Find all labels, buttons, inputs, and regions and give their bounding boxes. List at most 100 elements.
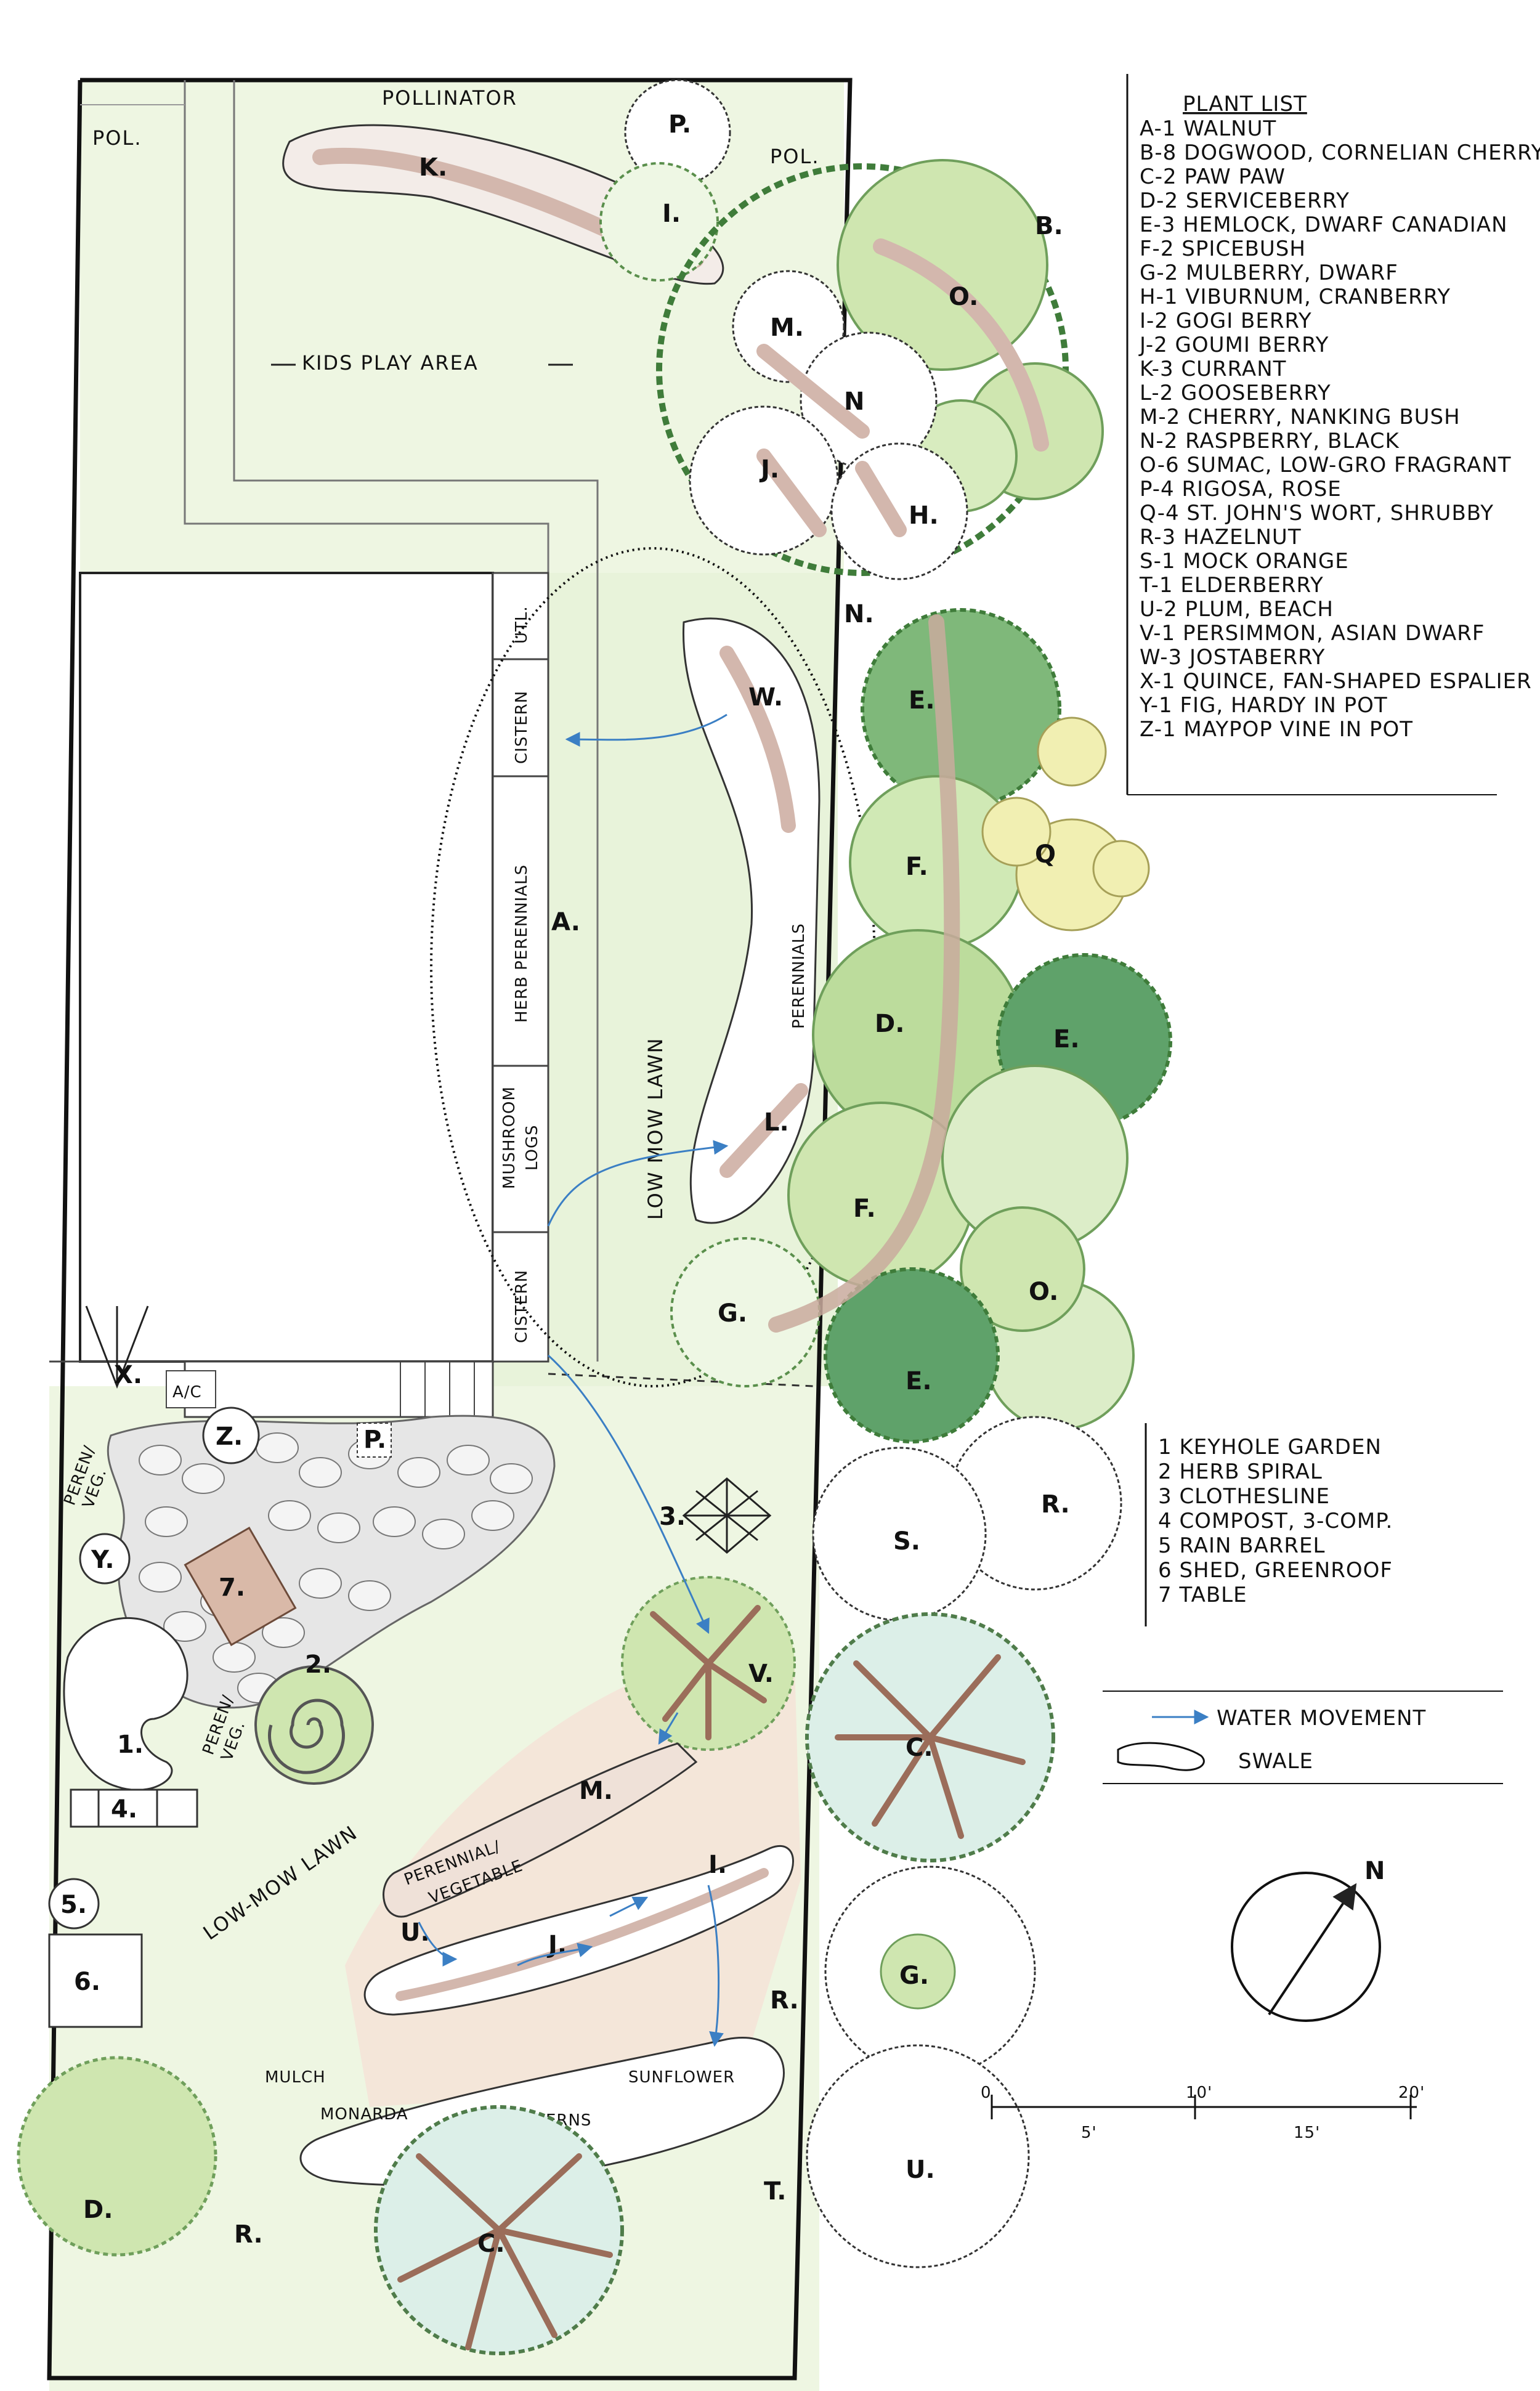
espalier-lines (85, 1305, 149, 1389)
cistern-bottom-label: CISTERN (513, 1270, 531, 1343)
scale-bar: 0 5' 10' 15' 20' (981, 2084, 1425, 2142)
plant-label-f-bot: F. (853, 1195, 876, 1223)
plant-label-z: Z. (216, 1423, 243, 1451)
scale-label-20: 20' (1398, 2084, 1425, 2102)
pollinator-label: POLLINATOR (382, 86, 517, 110)
plant-label-y: Y. (91, 1546, 115, 1574)
plant-label-n-mid: N. (844, 600, 874, 628)
plant-label-j-top: J. (759, 455, 779, 484)
compost-bin (70, 1788, 198, 1828)
plant-label-c-bot: C. (477, 2230, 505, 2258)
pawpaw-bottom-branches (397, 2153, 613, 2350)
scale-label-15: 15' (1294, 2124, 1320, 2142)
plant-label-e-top: E. (909, 686, 935, 715)
swale-m-n (756, 344, 870, 439)
feature-label-6: 6. (74, 1968, 100, 1996)
feature-list-item: 5 RAIN BARREL (1158, 1533, 1325, 1558)
plum-bottom (806, 2044, 1030, 2268)
plant-list-item: O-6 SUMAC, LOW-GRO FRAGRANT (1140, 453, 1512, 477)
feature-list-item: 3 CLOTHESLINE (1158, 1484, 1330, 1509)
swale-key-shape (1117, 1742, 1205, 1771)
plant-list-item: N-2 RASPBERRY, BLACK (1140, 429, 1400, 453)
feature-list-item: 2 HERB SPIRAL (1158, 1459, 1323, 1484)
plant-label-q: Q (1035, 840, 1056, 869)
plant-list-item: I-2 GOGI BERRY (1140, 309, 1312, 333)
monarda-label: MONARDA (320, 2105, 408, 2124)
feature-label-3: 3. (659, 1503, 686, 1531)
plant-label-v: V. (748, 1660, 774, 1688)
north-label: N (1364, 1857, 1385, 1885)
sumac-top-1 (837, 159, 1048, 371)
plant-label-i-top: I. (662, 200, 681, 228)
scale-label-0: 0 (981, 2084, 992, 2102)
plant-list-item: Z-1 MAYPOP VINE IN POT (1140, 717, 1413, 742)
plant-label-c-right: C. (906, 1734, 933, 1762)
plant-label-o-bot: O. (1029, 1278, 1058, 1306)
goumi-bush-top (689, 405, 839, 556)
plant-list-item: P-4 RIGOSA, ROSE (1140, 477, 1342, 501)
plant-list-item: D-2 SERVICEBERRY (1140, 189, 1350, 213)
st-johns-wort-3 (1092, 840, 1150, 898)
plant-label-h: H. (909, 501, 939, 530)
spicebush-top (849, 775, 1024, 950)
gooseberry-swale (719, 1083, 808, 1178)
plant-list-item: B-8 DOGWOOD, CORNELIAN CHERRY (1140, 140, 1540, 165)
scale-label-10: 10' (1186, 2084, 1212, 2102)
herb-perennials-label: HERB PERENNIALS (513, 864, 531, 1023)
herb-spiral-coil (268, 1699, 345, 1774)
house (79, 572, 494, 1363)
maypop-pot (202, 1407, 260, 1464)
pol-left-label: POL. (92, 126, 142, 150)
plant-label-d-bot: D. (83, 2196, 113, 2224)
pol-right-label: POL. (770, 145, 819, 168)
plant-list-item: J-2 GOUMI BERRY (1138, 333, 1329, 357)
north-needle (1268, 1883, 1357, 2016)
feature-list-item: 6 SHED, GREENROOF (1158, 1558, 1393, 1583)
north-arrow: N (1231, 1857, 1385, 2022)
clothesline (682, 1477, 772, 1554)
plant-label-p-bot: P. (363, 1426, 386, 1454)
plant-list-item: K-3 CURRANT (1140, 357, 1286, 381)
plant-label-u-bot: U. (906, 2156, 935, 2184)
plant-label-r-right: R. (1041, 1490, 1070, 1519)
plant-label-s: S. (893, 1527, 920, 1556)
perennial-vegetable-bed (383, 1742, 698, 1918)
plant-list-item: S-1 MOCK ORANGE (1140, 549, 1349, 574)
feature-label-5: 5. (60, 1891, 87, 1919)
plant-list-item: A-1 WALNUT (1140, 116, 1276, 141)
hemlock-bottom (824, 1267, 1000, 1443)
viburnum-bush (830, 442, 968, 580)
middle-swale-bed (363, 1845, 794, 2016)
symbol-key: WATER MOVEMENT SWALE (1103, 1691, 1503, 1784)
walkway-right (233, 80, 599, 1362)
cistern-top-label: CISTERN (513, 691, 531, 764)
plant-list-item: H-1 VIBURNUM, CRANBERRY (1140, 285, 1451, 309)
plant-label-m-bot: M. (579, 1777, 613, 1805)
feature-list-item: 7 TABLE (1158, 1583, 1247, 1607)
plant-list-item: F-2 SPICEBUSH (1140, 237, 1306, 261)
plant-list-item: C-2 PAW PAW (1140, 164, 1286, 189)
serviceberry-bottom (17, 2056, 217, 2257)
stone-patio (107, 1415, 556, 1709)
plant-label-g-bot: G. (899, 1962, 929, 1990)
plant-list-item: W-3 JOSTABERRY (1140, 645, 1325, 670)
plant-label-a: A. (551, 908, 580, 936)
hedgerow-swale (768, 614, 960, 1333)
mushroom-label: MUSHROOM (500, 1086, 519, 1189)
ac-unit (166, 1370, 216, 1408)
swale-key-label: SWALE (1238, 1749, 1313, 1774)
plant-list-title: PLANT LIST (1183, 92, 1307, 116)
plant-list-item: E-3 HEMLOCK, DWARF CANADIAN (1140, 213, 1508, 237)
pawpaw-right-branches (835, 1654, 1026, 1839)
feature-list-item: 4 COMPOST, 3-COMP. (1158, 1509, 1393, 1533)
plant-list-item: X-1 QUINCE, FAN-SHAPED ESPALIER (1140, 669, 1532, 694)
plant-label-r-mid: R. (770, 1986, 799, 2015)
mock-orange (812, 1447, 987, 1622)
plant-label-i-bot: I. (708, 1851, 727, 1879)
plant-label-b: B. (1035, 212, 1063, 240)
feature-list-item: 1 KEYHOLE GARDEN (1158, 1435, 1382, 1459)
plant-label-d-mid: D. (875, 1010, 904, 1038)
